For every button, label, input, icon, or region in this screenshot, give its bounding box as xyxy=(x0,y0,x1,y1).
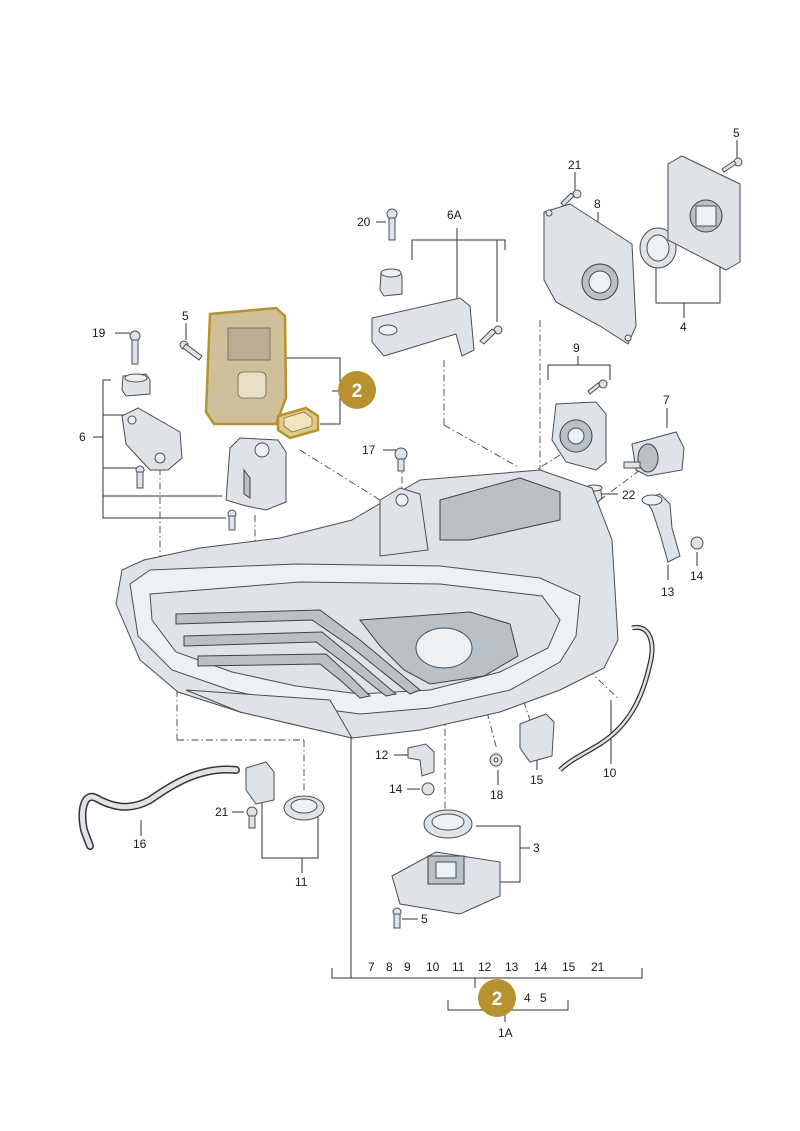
part-6-nut xyxy=(121,373,151,397)
label-21-lower: 21 xyxy=(215,805,229,819)
part-19-screw xyxy=(129,330,141,365)
part-labels: 19 5 6 20 6A 21 8 5 4 9 7 17 22 14 13 12… xyxy=(79,126,740,926)
part-16-hose xyxy=(78,765,240,850)
part-2-highlighted-cover xyxy=(204,306,320,440)
legend-item: 10 xyxy=(426,960,440,974)
part-3-ballast xyxy=(391,851,501,915)
part-12-elbow xyxy=(407,743,435,777)
label-5-top-right: 5 xyxy=(733,126,740,140)
legend-item: 7 xyxy=(368,960,375,974)
label-10: 10 xyxy=(603,766,617,780)
label-14-right: 14 xyxy=(690,569,704,583)
label-13: 13 xyxy=(661,585,675,599)
leader-lines xyxy=(93,140,738,1022)
label-1A: 1A xyxy=(498,1026,513,1040)
label-16: 16 xyxy=(133,837,147,851)
legend-item: 5 xyxy=(540,991,547,1005)
part-5-screw-bottom xyxy=(392,907,402,929)
legend-item: 15 xyxy=(562,960,576,974)
part-9-screw xyxy=(587,379,608,395)
label-19: 19 xyxy=(92,326,106,340)
legend-item: 11 xyxy=(452,960,465,974)
part-13-elbow xyxy=(641,493,681,563)
label-12: 12 xyxy=(375,748,389,762)
part-10-wire xyxy=(558,624,655,772)
part-20-screw xyxy=(386,208,398,241)
part-6-screw xyxy=(135,465,145,489)
part-7-bulb-holder xyxy=(623,431,685,477)
legend-item: 4 xyxy=(524,991,531,1005)
legend-row-2: 4 5 xyxy=(524,991,547,1005)
label-14-bottom: 14 xyxy=(389,782,403,796)
part-18-screw xyxy=(489,753,503,767)
part-6A-nut xyxy=(379,268,403,297)
part-5-screw-top-right xyxy=(721,157,743,173)
badge-2-upper-label: 2 xyxy=(352,381,363,402)
legend-item: 8 xyxy=(386,960,393,974)
part-6A-bracket xyxy=(371,297,475,357)
legend-item: 13 xyxy=(505,960,519,974)
part-4-module xyxy=(667,155,741,271)
label-20: 20 xyxy=(357,215,371,229)
label-5-bottom: 5 xyxy=(421,912,428,926)
part-21-screw-lower xyxy=(246,806,258,829)
part-21-screw-top xyxy=(560,189,582,207)
part-5-screw-upper-left xyxy=(179,340,203,361)
part-6A-screw xyxy=(479,325,503,345)
part-17-screw xyxy=(394,447,408,472)
label-17: 17 xyxy=(362,443,376,457)
label-9: 9 xyxy=(573,341,580,355)
part-14-plug-right xyxy=(690,536,704,550)
label-5-upper-left: 5 xyxy=(182,309,189,323)
headlight-housing xyxy=(115,469,619,739)
part-9-motor xyxy=(551,401,607,471)
legend-item: 14 xyxy=(534,960,548,974)
label-4: 4 xyxy=(680,320,687,334)
legend-item: 12 xyxy=(478,960,492,974)
label-8: 8 xyxy=(594,197,601,211)
label-6: 6 xyxy=(79,430,86,444)
label-7: 7 xyxy=(663,393,670,407)
part-14-plug-bottom xyxy=(421,782,435,796)
label-15: 15 xyxy=(530,773,544,787)
part-11-bracket xyxy=(245,761,325,821)
part-6-lower-screw xyxy=(227,509,237,531)
label-18: 18 xyxy=(490,788,504,802)
legend-row: 7 8 9 10 11 12 13 14 15 21 xyxy=(368,960,605,974)
legend-item: 21 xyxy=(591,960,605,974)
part-3-ring xyxy=(423,809,473,839)
label-6A: 6A xyxy=(447,208,462,222)
part-6-mount-plate xyxy=(121,407,183,471)
badge-2-lower: 2 xyxy=(478,979,516,1017)
part-4-ring xyxy=(639,227,677,269)
part-8-adapter-plate xyxy=(543,203,637,345)
badge-2-upper: 2 xyxy=(338,371,376,409)
part-6-bracket xyxy=(225,437,287,511)
label-21-top: 21 xyxy=(568,158,582,172)
label-3: 3 xyxy=(533,841,540,855)
badge-2-lower-label: 2 xyxy=(492,989,503,1010)
part-15-clip xyxy=(519,713,555,763)
label-22: 22 xyxy=(622,488,636,502)
label-11: 11 xyxy=(295,875,308,889)
legend-item: 9 xyxy=(404,960,411,974)
